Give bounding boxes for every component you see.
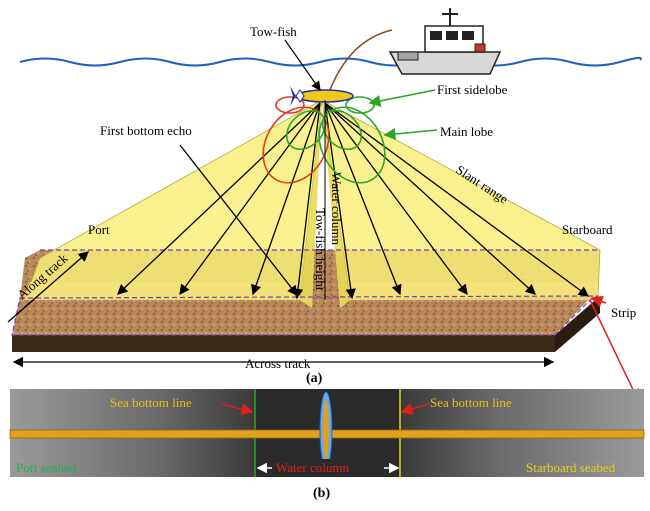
label-tow-fish-height: Tow-fish height	[313, 208, 328, 291]
main-lobe-pointer	[383, 128, 438, 140]
label-port: Port	[88, 222, 110, 237]
label-water-column: Water column	[329, 172, 344, 245]
sea-bottom-pointer-left	[221, 403, 254, 416]
caption-a: (a)	[306, 371, 323, 386]
sea-bottom-pointer-right	[400, 403, 429, 415]
label-port-seabed: Port seabed	[16, 460, 77, 475]
beam-lobes	[262, 96, 386, 184]
label-water-column-sonar: Water column	[276, 460, 349, 475]
label-starboard-seabed: Starboard seabed	[526, 460, 616, 475]
label-first-bottom-echo: First bottom echo	[100, 123, 192, 138]
first-bottom-echo-pointer	[179, 144, 298, 297]
sea-surface	[19, 56, 642, 67]
strip-to-sonar-arrow	[589, 299, 639, 402]
label-starboard: Starboard	[562, 222, 613, 237]
tow-fish-pointer	[284, 39, 321, 91]
label-tow-fish: Tow-fish	[250, 24, 297, 39]
survey-boat	[388, 8, 502, 75]
strip-pointer	[590, 295, 607, 308]
caption-b: (b)	[313, 486, 330, 501]
tow-cable	[329, 29, 393, 91]
first-sidelobe-pointer	[368, 89, 436, 107]
label-first-sidelobe: First sidelobe	[437, 82, 508, 97]
label-strip: Strip	[611, 305, 636, 320]
along-track-arrow	[7, 251, 89, 323]
sonar-beams	[11, 99, 601, 336]
beam-arrows	[117, 102, 590, 300]
label-sea-bottom-line-right: Sea bottom line	[430, 395, 512, 410]
label-main-lobe: Main lobe	[440, 124, 493, 139]
label-across-track: Across track	[245, 356, 311, 371]
tow-fish	[290, 86, 354, 106]
label-sea-bottom-line-left: Sea bottom line	[110, 395, 192, 410]
